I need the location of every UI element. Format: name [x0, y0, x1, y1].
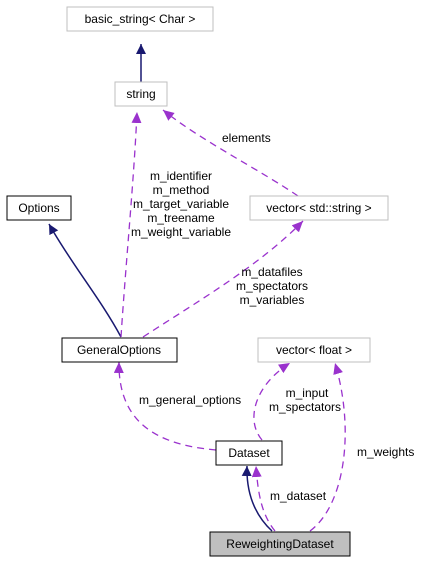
edge-label-group-vector-string-general: m_datafiles m_spectators m_variables	[236, 265, 308, 307]
node-options[interactable]: Options	[6, 195, 72, 221]
edge-general-options-uses-vector-string	[142, 220, 304, 338]
edge-label-m-identifier: m_identifier	[150, 169, 212, 183]
node-string-label: string	[126, 87, 155, 101]
edge-label-m-weights: m_weights	[357, 445, 414, 459]
node-reweighting-dataset[interactable]: ReweightingDataset	[209, 531, 351, 557]
edge-label-m-input: m_input	[286, 386, 329, 400]
edge-label-m-datafiles: m_datafiles	[241, 265, 302, 279]
edge-label-m-spectators-2: m_spectators	[269, 400, 341, 414]
node-reweighting-dataset-label: ReweightingDataset	[226, 537, 334, 551]
edge-reweighting-uses-dataset	[251, 465, 276, 532]
edge-label-m-method: m_method	[153, 183, 210, 197]
edge-label-m-spectators-1: m_spectators	[236, 279, 308, 293]
edge-label-m-variables: m_variables	[240, 293, 305, 307]
edge-dataset-uses-vector-float	[253, 362, 291, 441]
edge-label-group-vector-float-dataset: m_input m_spectators	[269, 386, 341, 414]
edge-general-options-inherits-options	[48, 223, 122, 338]
edge-label-m-target-variable: m_target_variable	[133, 197, 229, 211]
edge-label-m-general-options: m_general_options	[139, 393, 241, 407]
node-dataset-label: Dataset	[228, 446, 270, 460]
edge-reweighting-uses-vector-float	[309, 362, 346, 532]
node-vector-string-label: vector< std::string >	[266, 201, 371, 215]
edge-label-m-treename: m_treename	[147, 211, 215, 225]
node-vector-float[interactable]: vector< float >	[257, 337, 371, 363]
edge-general-options-uses-string	[120, 111, 142, 338]
node-basic-string-label: basic_string< Char >	[85, 12, 196, 26]
node-general-options-label: GeneralOptions	[77, 343, 161, 357]
edge-label-group-string-general: m_identifier m_method m_target_variable …	[131, 169, 231, 239]
node-options-label: Options	[18, 201, 59, 215]
node-string[interactable]: string	[114, 81, 168, 107]
node-vector-float-label: vector< float >	[276, 343, 352, 357]
edge-label-elements: elements	[222, 131, 271, 145]
node-general-options[interactable]: GeneralOptions	[61, 337, 178, 363]
edge-label-m-dataset: m_dataset	[270, 489, 327, 503]
edge-reweighting-inherits-dataset	[241, 465, 273, 532]
edge-vector-string-elements-string	[162, 109, 299, 197]
node-basic-string[interactable]: basic_string< Char >	[66, 6, 214, 32]
edge-label-m-weight-variable: m_weight_variable	[131, 225, 231, 239]
edge-dataset-uses-general-options	[113, 361, 217, 451]
node-vector-string[interactable]: vector< std::string >	[249, 195, 389, 221]
node-dataset[interactable]: Dataset	[215, 440, 283, 466]
